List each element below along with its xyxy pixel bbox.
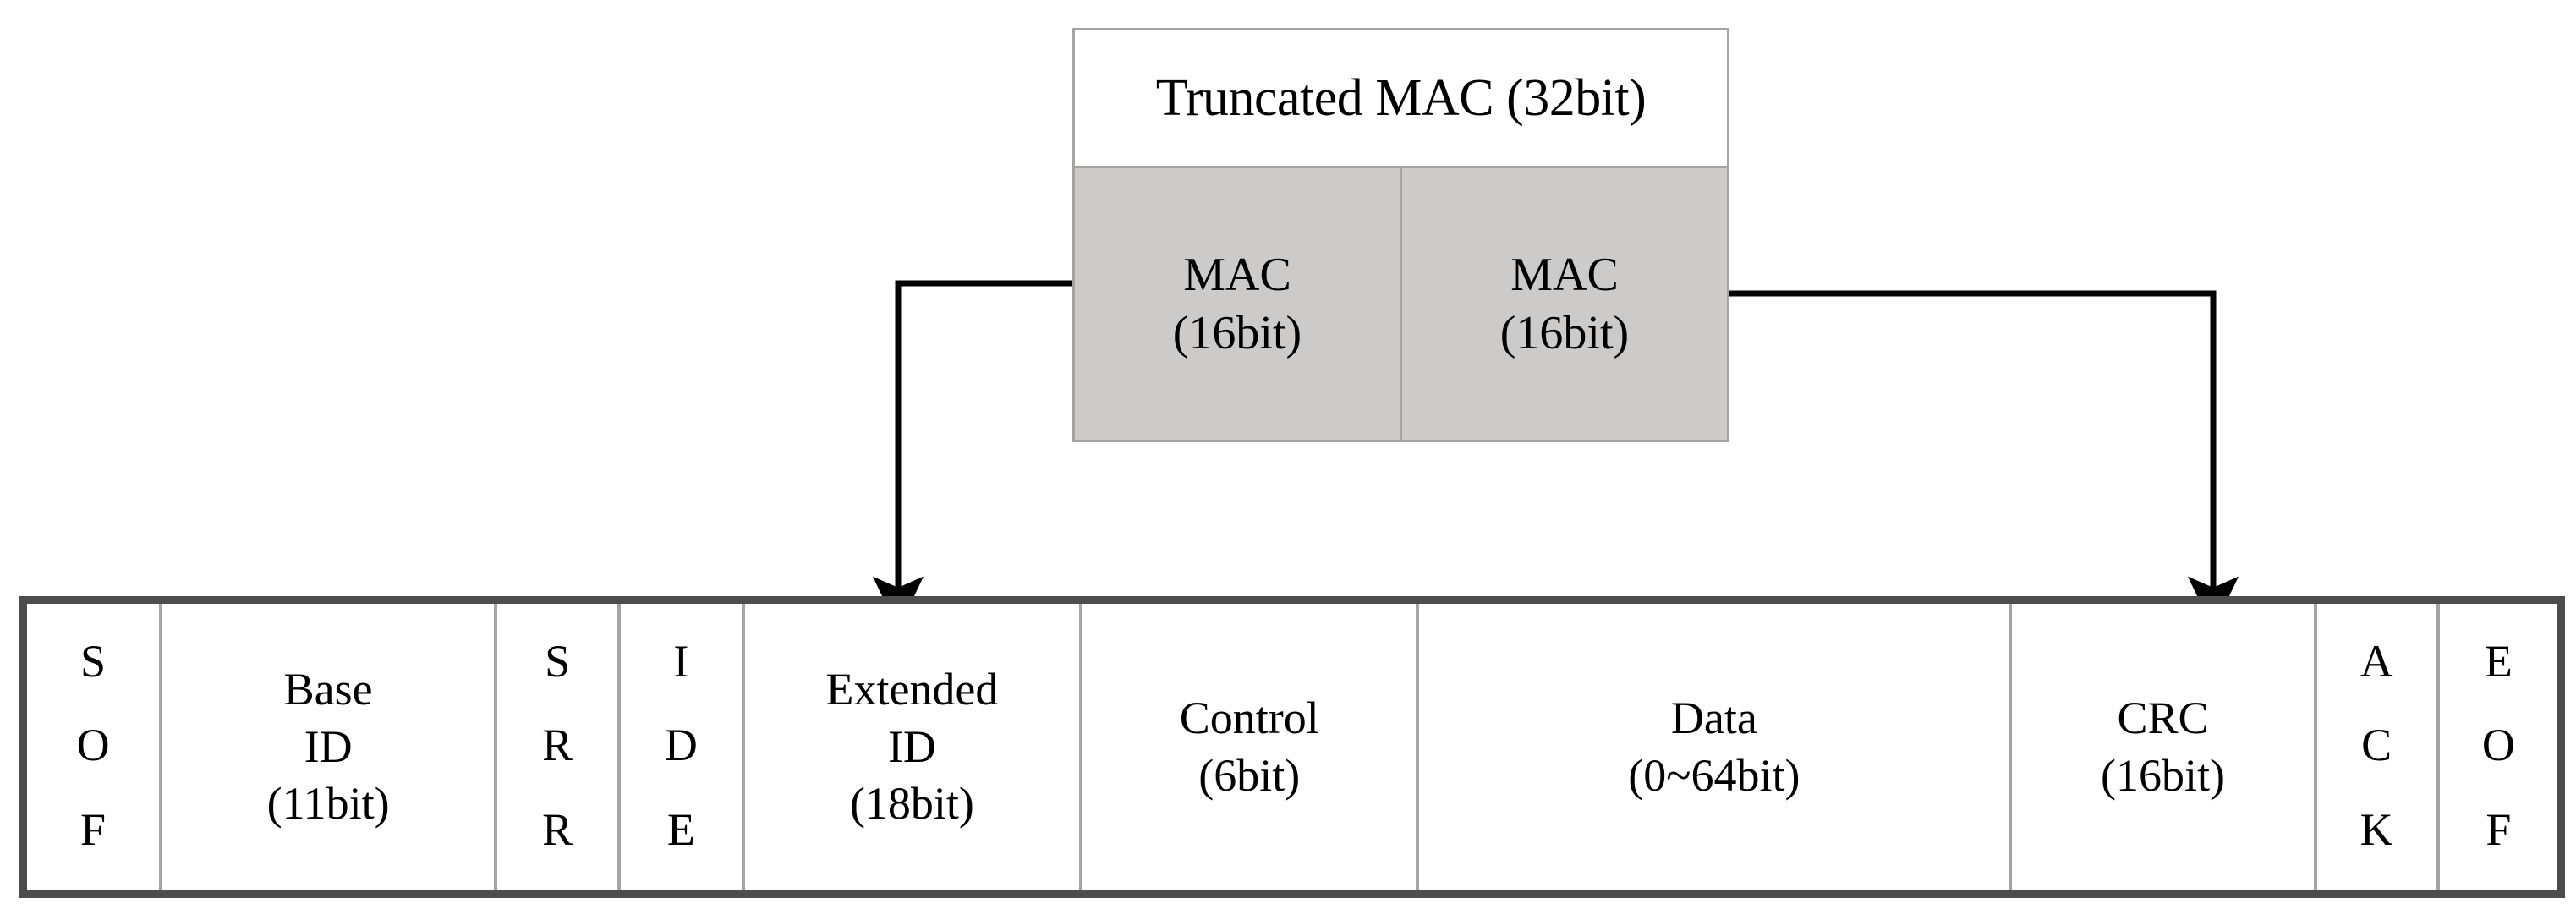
frame-field-eof-char-0: E: [2484, 635, 2513, 687]
frame-field-sof-char-2: F: [80, 804, 107, 856]
frame-field-ack: A C K: [2313, 604, 2436, 890]
mac-cell-right-name: MAC: [1510, 249, 1619, 302]
frame-field-ide: I D E: [617, 604, 742, 890]
frame-field-crc: CRC (16bit): [2009, 604, 2314, 890]
frame-field-extended-id-line-0: Extended: [825, 664, 999, 715]
truncated-mac-block: Truncated MAC (32bit) MAC (16bit) MAC (1…: [1072, 28, 1729, 442]
frame-field-eof-char-1: O: [2481, 720, 2515, 771]
frame-field-ack-char-1: C: [2361, 720, 2392, 771]
frame-field-crc-line-1: (16bit): [2101, 749, 2225, 801]
frame-field-ide-char-2: E: [666, 804, 695, 856]
frame-field-eof-char-2: F: [2486, 804, 2512, 856]
frame-field-ide-char-1: D: [664, 720, 698, 771]
truncated-mac-header-label: Truncated MAC (32bit): [1155, 69, 1647, 127]
frame-field-sof: S O F: [27, 604, 160, 890]
truncated-mac-header: Truncated MAC (32bit): [1072, 28, 1729, 168]
frame-field-crc-line-0: CRC: [2117, 693, 2209, 743]
frame-field-sof-char-0: S: [80, 635, 107, 687]
frame-field-ack-char-0: A: [2360, 635, 2393, 687]
frame-field-data: Data (0~64bit): [1416, 604, 2009, 890]
mac-cell-right: MAC (16bit): [1400, 168, 1727, 440]
frame-field-control-line-0: Control: [1179, 693, 1319, 743]
frame-field-control: Control (6bit): [1079, 604, 1417, 890]
mac-cell-left: MAC (16bit): [1075, 168, 1400, 440]
connector-mac-to-extended-id: [872, 280, 1072, 630]
frame-field-sof-char-1: O: [76, 720, 110, 771]
frame-field-data-line-0: Data: [1670, 693, 1757, 743]
can-frame: S O F Base ID (11bit) S R R I D E Extend…: [19, 596, 2565, 898]
frame-field-data-line-1: (0~64bit): [1628, 749, 1800, 801]
mac-cell-right-size: (16bit): [1499, 306, 1630, 359]
frame-field-extended-id: Extended ID (18bit): [741, 604, 1080, 890]
frame-field-srr-char-0: S: [545, 635, 571, 687]
frame-field-base-id-line-1: ID: [304, 720, 353, 772]
frame-field-base-id-line-0: Base: [283, 664, 373, 715]
frame-field-srr-char-1: R: [542, 720, 573, 771]
frame-field-base-id: Base ID (11bit): [159, 604, 495, 890]
mac-cell-left-size: (16bit): [1172, 306, 1302, 359]
frame-field-extended-id-line-1: ID: [887, 720, 936, 772]
truncated-mac-cell-row: MAC (16bit) MAC (16bit): [1072, 168, 1729, 442]
frame-field-eof: E O F: [2436, 604, 2558, 890]
frame-field-srr: S R R: [494, 604, 618, 890]
frame-field-ack-char-2: K: [2360, 804, 2393, 856]
mac-cell-left-name: MAC: [1183, 249, 1291, 302]
frame-field-base-id-line-2: (11bit): [266, 778, 390, 830]
frame-field-extended-id-line-2: (18bit): [849, 778, 974, 830]
connector-mac-to-crc: [1729, 290, 2239, 630]
frame-field-ide-char-0: I: [673, 635, 689, 687]
frame-field-srr-char-2: R: [542, 804, 573, 856]
frame-field-control-line-1: (6bit): [1198, 749, 1301, 801]
